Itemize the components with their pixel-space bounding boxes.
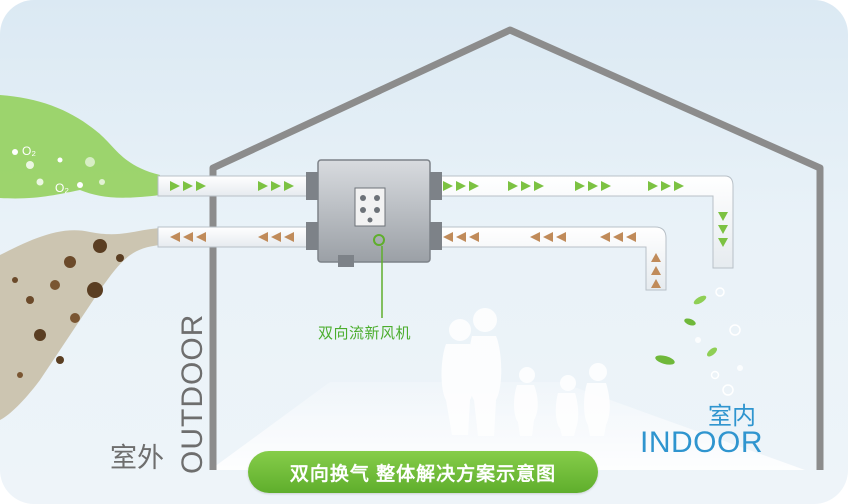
floor xyxy=(210,382,805,470)
exhaust-air-duct xyxy=(157,226,667,291)
outdoor-label-en: OUTDOOR xyxy=(176,313,209,474)
title-banner: 双向换气 整体解决方案示意图 xyxy=(248,451,598,493)
fresh-leaves xyxy=(655,287,743,396)
fresh-air-arrows xyxy=(170,181,728,247)
house-outline xyxy=(209,26,824,470)
fan-unit-label: 双向流新风机 xyxy=(318,325,412,342)
title-banner-text: 双向换气 整体解决方案示意图 xyxy=(289,463,557,485)
indoor-label-cn: 室内 xyxy=(708,403,756,430)
polluted-air-cloud xyxy=(0,228,160,420)
indoor-label-en: INDOOR xyxy=(640,426,763,459)
outdoor-label-cn: 室外 xyxy=(110,443,164,473)
family-silhouette xyxy=(441,308,610,436)
fresh-air-cloud xyxy=(0,95,160,199)
fan-unit xyxy=(306,159,442,318)
o2-label-2: O₂ xyxy=(55,181,69,195)
exhaust-air-arrows xyxy=(170,232,661,288)
o2-label-1: O₂ xyxy=(22,144,36,158)
